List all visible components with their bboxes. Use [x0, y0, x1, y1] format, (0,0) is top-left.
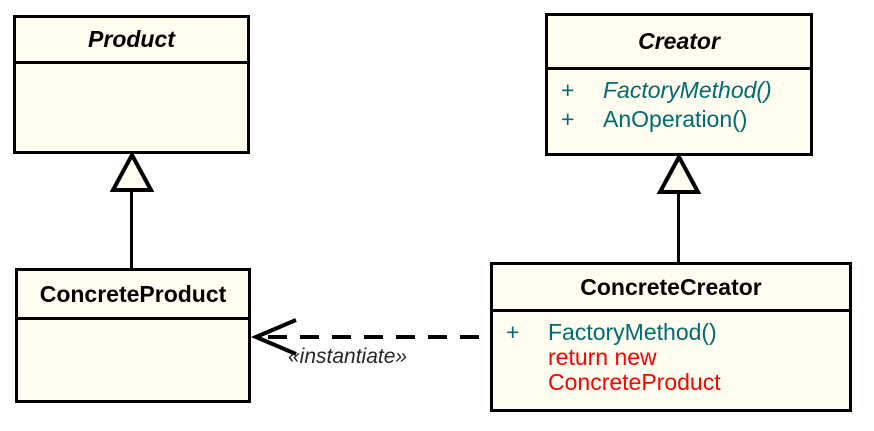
dependency-dashed-line [268, 335, 492, 339]
member-row: + FactoryMethod() [506, 321, 849, 344]
class-box-concrete-product[interactable]: ConcreteProduct [15, 268, 251, 403]
class-members-concrete-product [18, 320, 248, 400]
note-line: ConcreteProduct [548, 369, 721, 395]
class-box-product[interactable]: Product [13, 15, 250, 154]
dependency-stereotype-label: «instantiate» [288, 345, 408, 368]
generalization-triangle-icon [656, 152, 702, 194]
class-members-product [16, 64, 247, 151]
member-row: + FactoryMethod() [561, 79, 810, 102]
member-visibility: + [506, 319, 520, 345]
member-name: FactoryMethod() [548, 319, 717, 345]
note-line: return new [548, 344, 657, 370]
class-box-creator[interactable]: Creator + FactoryMethod() + AnOperation(… [545, 13, 813, 156]
generalization-line [130, 190, 133, 270]
class-box-concrete-creator[interactable]: ConcreteCreator + FactoryMethod() return… [490, 262, 852, 412]
member-row: + AnOperation() [561, 108, 810, 131]
member-name: FactoryMethod() [603, 77, 772, 103]
generalization-line [677, 192, 680, 264]
dependency-arrowhead-icon [250, 318, 297, 356]
member-name: AnOperation() [603, 106, 748, 132]
class-members-creator: + FactoryMethod() + AnOperation() [548, 70, 810, 153]
class-name-product: Product [16, 18, 247, 64]
member-visibility: + [561, 77, 575, 103]
class-name-concrete-creator: ConcreteCreator [493, 265, 849, 312]
class-members-concrete-creator: + FactoryMethod() return new ConcretePro… [493, 312, 849, 409]
class-name-concrete-product: ConcreteProduct [18, 271, 248, 320]
class-name-creator: Creator [548, 16, 810, 70]
member-visibility: + [561, 106, 575, 132]
generalization-triangle-icon [109, 150, 155, 192]
